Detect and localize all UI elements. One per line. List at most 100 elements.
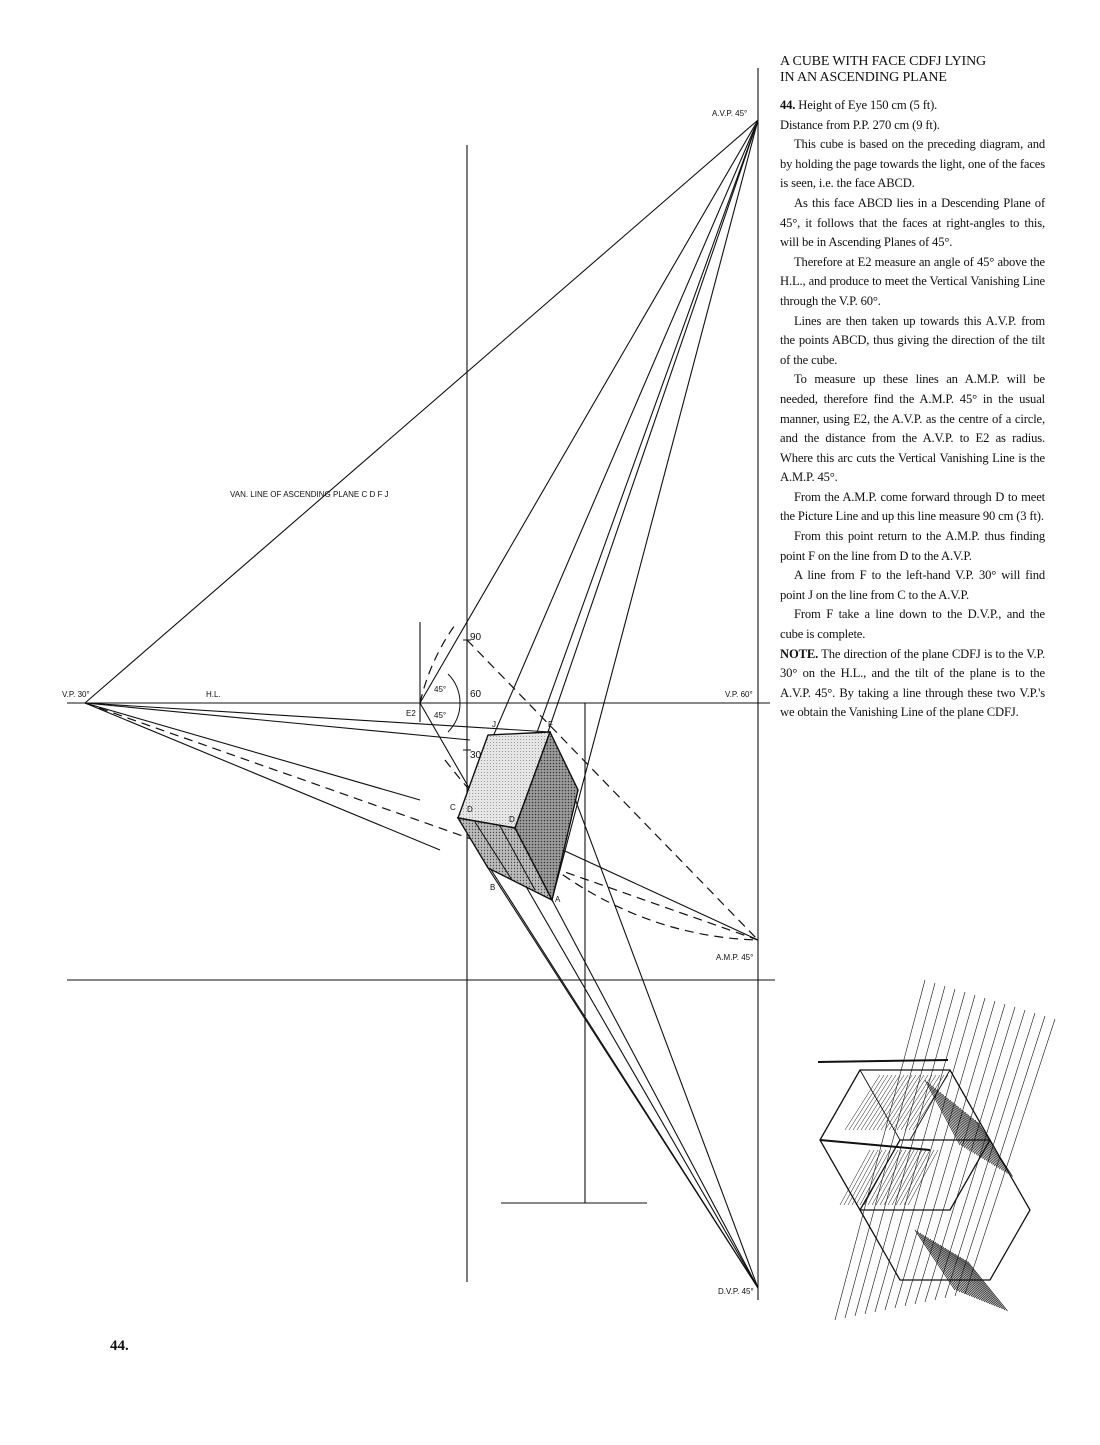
line-a-to-dvp — [551, 899, 759, 1289]
paragraph-5: Lines are then taken up towards this A.V… — [780, 313, 1045, 367]
note-paragraph: NOTE. The direction of the plane CDFJ is… — [780, 645, 1045, 723]
hatch-stroke — [952, 1252, 993, 1306]
hatch-stroke — [855, 1149, 887, 1206]
hatch-stroke — [848, 1074, 885, 1131]
label-point-f: F — [548, 720, 553, 729]
hatch-stroke — [883, 1149, 915, 1206]
hatch-stroke — [934, 1087, 971, 1152]
hatch-stroke — [854, 985, 946, 1317]
label-point-d: D — [509, 815, 515, 824]
label-angle-upper: 45° — [434, 685, 446, 694]
label-avp: A.V.P. 45° — [712, 109, 747, 118]
hatch-stroke — [844, 1074, 881, 1131]
label-scale-60: 60 — [470, 689, 482, 700]
hatch-stroke — [962, 1258, 1003, 1310]
label-e2: E2 — [406, 709, 416, 718]
hatch-stroke — [947, 1097, 983, 1159]
line-b-to-dvp — [487, 867, 759, 1289]
hatch-stroke — [964, 1018, 1056, 1295]
label-vp60: V.P. 60° — [725, 690, 753, 699]
hatch-stroke — [929, 1083, 966, 1149]
section-heading: A CUBE WITH FACE CDFJ LYING IN AN ASCEND… — [780, 54, 1045, 86]
hatch-stroke — [900, 1074, 937, 1131]
hatch-stroke — [932, 1240, 973, 1298]
hatch-stroke — [904, 1074, 941, 1131]
hatch-stroke — [944, 1095, 981, 1158]
hatch-stroke — [914, 1229, 956, 1291]
text-column: A CUBE WITH FACE CDFJ LYING IN AN ASCEND… — [780, 54, 1045, 723]
e2-to-avp-line — [419, 119, 759, 704]
paragraph-distance: Distance from P.P. 270 cm (9 ft). — [780, 117, 940, 132]
paragraph-3: As this face ABCD lies in a Descending P… — [780, 195, 1045, 250]
label-point-c: C — [450, 803, 456, 812]
hatch-stroke — [929, 1238, 971, 1297]
hatch-stroke — [868, 1074, 905, 1131]
hatch-stroke — [927, 1237, 968, 1296]
amp-arc — [444, 759, 759, 941]
cube-face-abcd — [456, 817, 554, 902]
vanishing-line-cdfj — [84, 119, 759, 704]
heading-line-1: A CUBE WITH FACE CDFJ LYING — [780, 54, 986, 69]
hatch-stroke — [884, 994, 976, 1311]
hatch-stroke — [839, 1149, 871, 1206]
hatch-stroke — [856, 1074, 893, 1131]
hatch-stroke — [876, 1074, 913, 1131]
cube-edge-inner-2 — [499, 825, 536, 891]
paragraph-eye-height: 44. Height of Eye 150 cm (5 ft). — [780, 96, 1045, 116]
hatch-stroke — [964, 1259, 1006, 1311]
hatch-stroke — [957, 1105, 993, 1165]
hatch-stroke — [904, 1000, 996, 1307]
hatch-stroke — [864, 988, 956, 1315]
line-vp30-to-c — [84, 702, 421, 801]
label-point-b: B — [490, 883, 495, 892]
heading-line-2: IN AN ASCENDING PLANE — [780, 70, 947, 85]
hatch-stroke — [851, 1149, 883, 1206]
hatch-stroke — [880, 1074, 917, 1131]
note-text: The direction of the plane CDFJ is to th… — [780, 646, 1045, 720]
hatch-stroke — [884, 1074, 921, 1131]
label-point-a: A — [555, 895, 561, 904]
hatch-stroke — [864, 1074, 901, 1131]
hatch-stroke — [959, 1256, 1001, 1309]
hatch-stroke — [939, 1244, 981, 1301]
hatch-stroke — [924, 1235, 966, 1295]
label-vanishing-line: VAN. LINE OF ASCENDING PLANE C D F J — [230, 490, 389, 499]
line-vp30-to-b — [84, 702, 441, 851]
hatch-stroke — [852, 1074, 889, 1131]
hatch-stroke — [875, 1149, 907, 1206]
hatch-stroke — [969, 1115, 1006, 1173]
dashed-vp30-to-amp — [84, 702, 759, 941]
hatch-stroke — [957, 1255, 998, 1308]
hatch-stroke — [967, 1261, 1008, 1312]
dashed-90-to-amp — [466, 639, 759, 941]
hatch-stroke — [937, 1089, 973, 1153]
paragraph-10: From F take a line down to the D.V.P., a… — [780, 607, 1045, 642]
dashed-construction — [84, 624, 759, 941]
hatch-stroke — [932, 1085, 968, 1150]
angle-arcs — [447, 673, 461, 733]
label-vp30: V.P. 30° — [62, 690, 90, 699]
note-label: NOTE. — [780, 646, 819, 661]
label-scale-90: 90 — [470, 632, 482, 643]
hatch-stroke — [922, 1234, 963, 1294]
paragraph-9: A line from F to the left-hand V.P. 30° … — [780, 568, 1045, 602]
cube-edge-inner-1 — [474, 821, 513, 881]
hatch-stroke — [942, 1093, 978, 1156]
hatch-stroke — [934, 1009, 1026, 1301]
hatch-stroke — [894, 997, 986, 1309]
hatch-stroke — [914, 1003, 1006, 1305]
hatch-stroke — [879, 1149, 911, 1206]
hatch-stroke — [895, 1149, 927, 1206]
line-f-to-dvp — [549, 731, 759, 1289]
label-dvp: D.V.P. 45° — [718, 1287, 754, 1296]
hatch-stroke — [977, 1121, 1013, 1177]
line-c-to-avp — [457, 119, 759, 819]
label-point-j: J — [492, 720, 496, 729]
hatch-stroke — [954, 1253, 996, 1307]
construction-lines — [67, 68, 775, 1300]
hatch-stroke — [952, 1101, 988, 1162]
hatch-stroke — [962, 1109, 998, 1168]
sketch-hatching — [834, 979, 1056, 1321]
line-a-to-avp — [551, 119, 759, 901]
hatch-stroke — [942, 1246, 983, 1302]
